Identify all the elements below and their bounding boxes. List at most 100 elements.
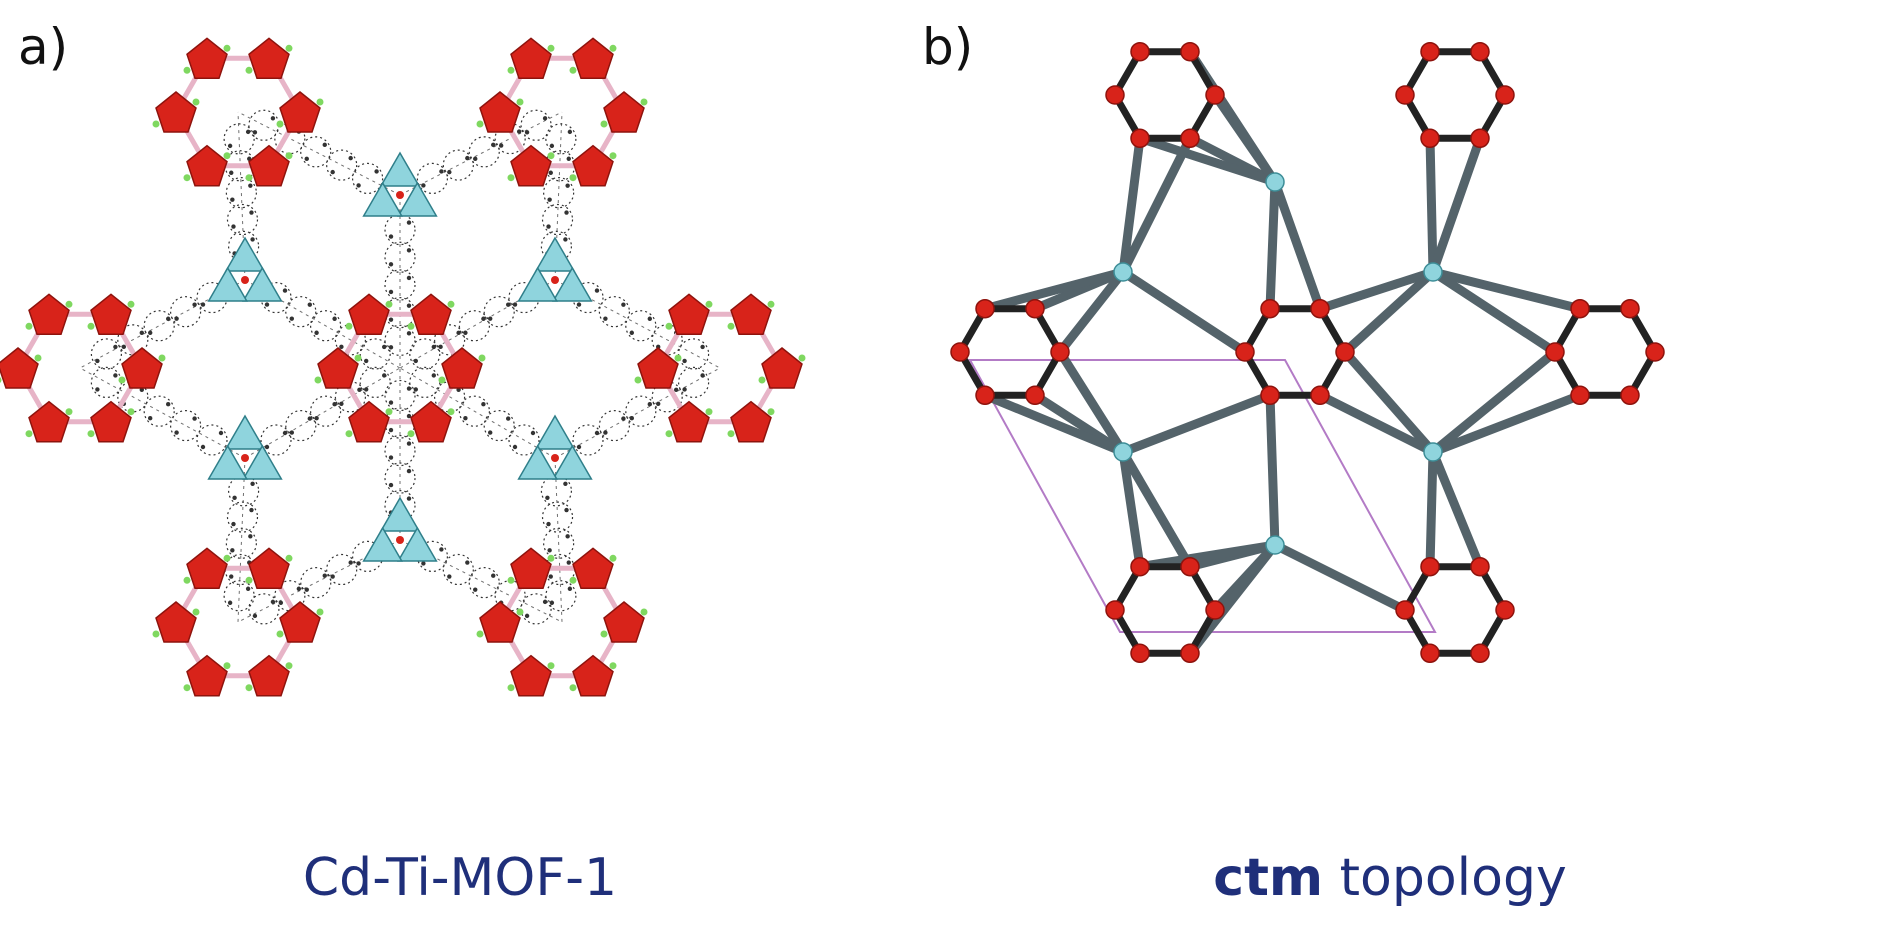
linker-ring — [458, 395, 490, 427]
linker-atom — [388, 345, 394, 350]
linker-atom — [332, 316, 337, 321]
ti-oxo-center — [241, 454, 249, 462]
linker-ring — [483, 296, 515, 328]
f-atom — [245, 66, 253, 74]
linker-atom — [289, 316, 294, 321]
f-atom — [345, 322, 353, 330]
linker-atom — [674, 387, 679, 392]
linker-atom — [166, 402, 171, 407]
cd-vertex — [1130, 643, 1150, 664]
linker-atom — [447, 574, 452, 579]
linker-ring — [310, 310, 342, 342]
cd-vertex — [1570, 385, 1590, 406]
linker-atom — [250, 237, 255, 242]
linker-atom — [388, 427, 394, 433]
net-edge — [1425, 447, 1438, 572]
hexagon-rim — [1401, 563, 1509, 657]
linker-atom — [481, 402, 486, 407]
panel-b-label: b) — [922, 18, 974, 76]
caption-bold-part: ctm — [1213, 848, 1324, 908]
linker-atom — [463, 416, 468, 421]
linker-atom — [282, 430, 288, 436]
linker-atom — [564, 507, 569, 513]
linker-ring — [625, 310, 657, 342]
linker-atom — [563, 237, 568, 242]
f-atom — [385, 408, 393, 416]
linker-ring — [545, 580, 577, 612]
cd-octahedron — [510, 654, 552, 697]
f-atom — [447, 408, 455, 416]
linker-atom — [229, 574, 234, 579]
f-atom — [447, 300, 455, 308]
cd-vertex — [1470, 556, 1490, 577]
linker-atom — [388, 482, 394, 488]
linker-atom — [413, 387, 418, 392]
ti-oxo-center — [551, 276, 559, 284]
cd-octahedron — [90, 293, 132, 336]
linker-atom — [547, 197, 552, 202]
linker-ring — [143, 310, 175, 342]
linker-atom — [576, 302, 582, 307]
cd-vertex — [1105, 85, 1125, 105]
net-edge — [1340, 347, 1438, 457]
net-edge — [1425, 133, 1438, 277]
linker-ring — [384, 379, 416, 412]
f-atom — [547, 44, 555, 52]
linker-atom — [421, 561, 426, 566]
f-atom — [507, 174, 515, 182]
cd-vertex — [1130, 128, 1150, 149]
linker-atom — [282, 288, 288, 293]
net-edge — [1055, 267, 1128, 357]
linker-atom — [388, 234, 394, 239]
linker-atom — [516, 129, 522, 134]
cd-octahedron — [510, 547, 552, 590]
linker-atom — [192, 302, 197, 307]
linker-atom — [545, 495, 550, 500]
cd-octahedron — [479, 91, 521, 133]
linker-atom — [431, 344, 436, 350]
cd-octahedron — [572, 654, 614, 697]
f-atom — [192, 608, 200, 616]
linker-atom — [566, 560, 571, 565]
ti-tetrahedron — [534, 414, 576, 450]
f-atom — [223, 554, 231, 562]
linker-atom — [548, 170, 553, 175]
linker-ring — [625, 395, 657, 427]
linker-atom — [231, 224, 236, 229]
ti-tetrahedron — [396, 526, 438, 562]
linker-ring — [677, 338, 710, 370]
ti-tetrahedron — [534, 236, 576, 272]
f-atom — [767, 300, 775, 308]
f-atom — [516, 98, 524, 106]
f-atom — [798, 354, 806, 362]
linker-atom — [322, 573, 327, 578]
cd-vertex — [1130, 41, 1150, 62]
linker-atom — [549, 600, 555, 605]
f-atom — [65, 408, 73, 416]
f-atom — [609, 662, 617, 670]
linker-atom — [406, 220, 412, 225]
f-atom — [476, 630, 484, 638]
linker-atom — [218, 430, 224, 436]
linker-atom — [388, 455, 394, 460]
linker-ring — [300, 136, 332, 168]
cd-vertex — [1025, 385, 1045, 406]
linker-atom — [546, 521, 551, 527]
linker-ring — [416, 162, 448, 194]
net-edge — [1135, 133, 1280, 187]
f-atom — [87, 322, 95, 330]
linker-atom — [524, 613, 530, 619]
linker-atom — [456, 330, 461, 336]
linker-atom — [289, 430, 294, 435]
f-atom — [183, 174, 191, 182]
linker-atom — [113, 373, 118, 378]
linker-strut — [554, 367, 721, 459]
f-atom — [223, 152, 231, 160]
cd-octahedron — [90, 400, 132, 443]
net-edge — [1270, 177, 1325, 314]
cd-octahedron — [668, 293, 710, 336]
linker-strut — [79, 279, 246, 369]
linker-atom — [264, 302, 270, 307]
cd-octahedron — [572, 37, 614, 80]
cd-octahedron — [730, 400, 772, 443]
